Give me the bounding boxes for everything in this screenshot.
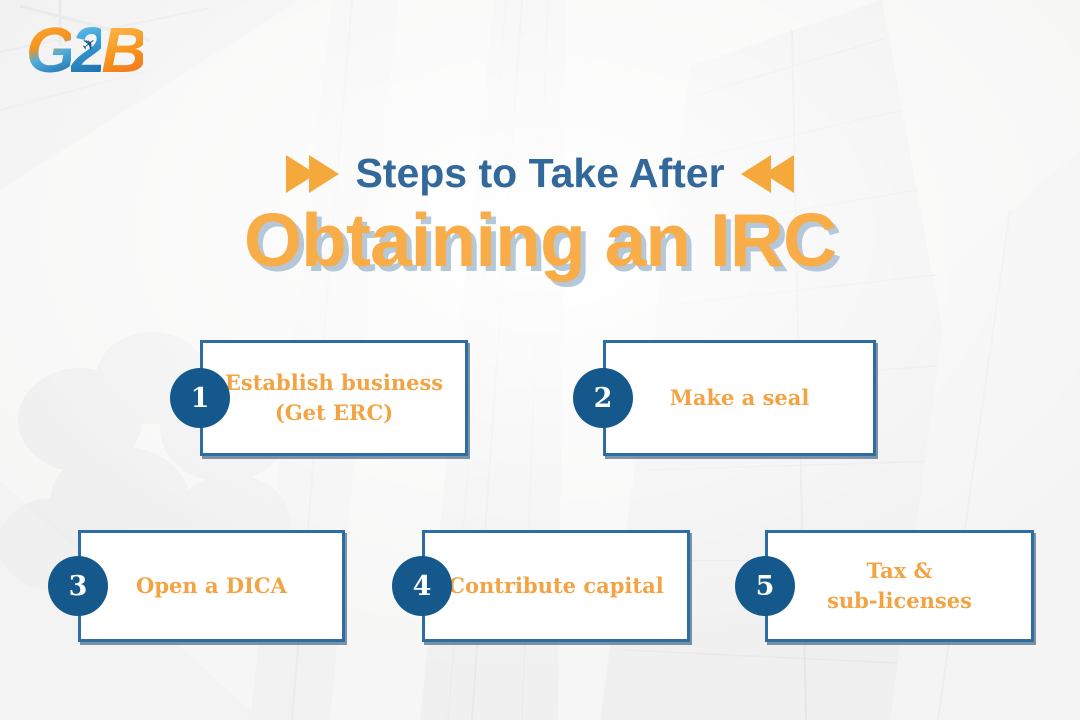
step-number-badge: 1 — [170, 368, 230, 428]
step-number-badge: 2 — [573, 368, 633, 428]
kicker-row: Steps to Take After — [0, 150, 1080, 197]
step-label-line1: Make a seal — [669, 384, 810, 410]
step-number: 5 — [755, 570, 775, 602]
step-label-line1: Establish business — [224, 369, 444, 395]
step-label-line2: sub-licenses — [827, 588, 972, 613]
logo-letter-b: B — [101, 14, 147, 86]
step-number-badge: 4 — [392, 556, 452, 616]
g2b-logo: G2B ✈ — [26, 14, 148, 86]
kicker-title: Steps to Take After — [355, 150, 725, 196]
step-label-line1: Open a DICA — [136, 572, 287, 598]
step-label: Contribute capital — [448, 571, 663, 601]
step-label: Tax & sub-licenses — [827, 556, 972, 617]
step-card-1: 1 Establish business (Get ERC) — [170, 340, 468, 456]
step-label-line2: (Get ERC) — [274, 400, 394, 425]
step-number: 1 — [190, 382, 210, 414]
step-card-5: 5 Tax & sub-licenses — [735, 530, 1034, 642]
step-label-line1: Contribute capital — [448, 572, 664, 598]
rewind-icon — [740, 154, 794, 193]
step-label: Open a DICA — [136, 571, 287, 601]
step-card-3: 3 Open a DICA — [48, 530, 345, 642]
step-number: 4 — [412, 570, 432, 602]
step-number-badge: 5 — [735, 556, 795, 616]
step-number: 2 — [593, 382, 613, 414]
step-number-badge: 3 — [48, 556, 108, 616]
step-number: 3 — [68, 570, 88, 602]
step-card-2: 2 Make a seal — [573, 340, 876, 456]
step-label: Make a seal — [670, 383, 810, 413]
logo-letter-g: G — [26, 14, 76, 86]
main-title: Obtaining an IRC — [243, 198, 837, 282]
step-card-4: 4 Contribute capital — [392, 530, 690, 642]
step-label-line1: Tax & — [866, 557, 933, 583]
logo-letter-2: 2 — [70, 14, 107, 86]
fast-forward-icon — [286, 154, 340, 193]
step-label: Establish business (Get ERC) — [225, 368, 443, 429]
